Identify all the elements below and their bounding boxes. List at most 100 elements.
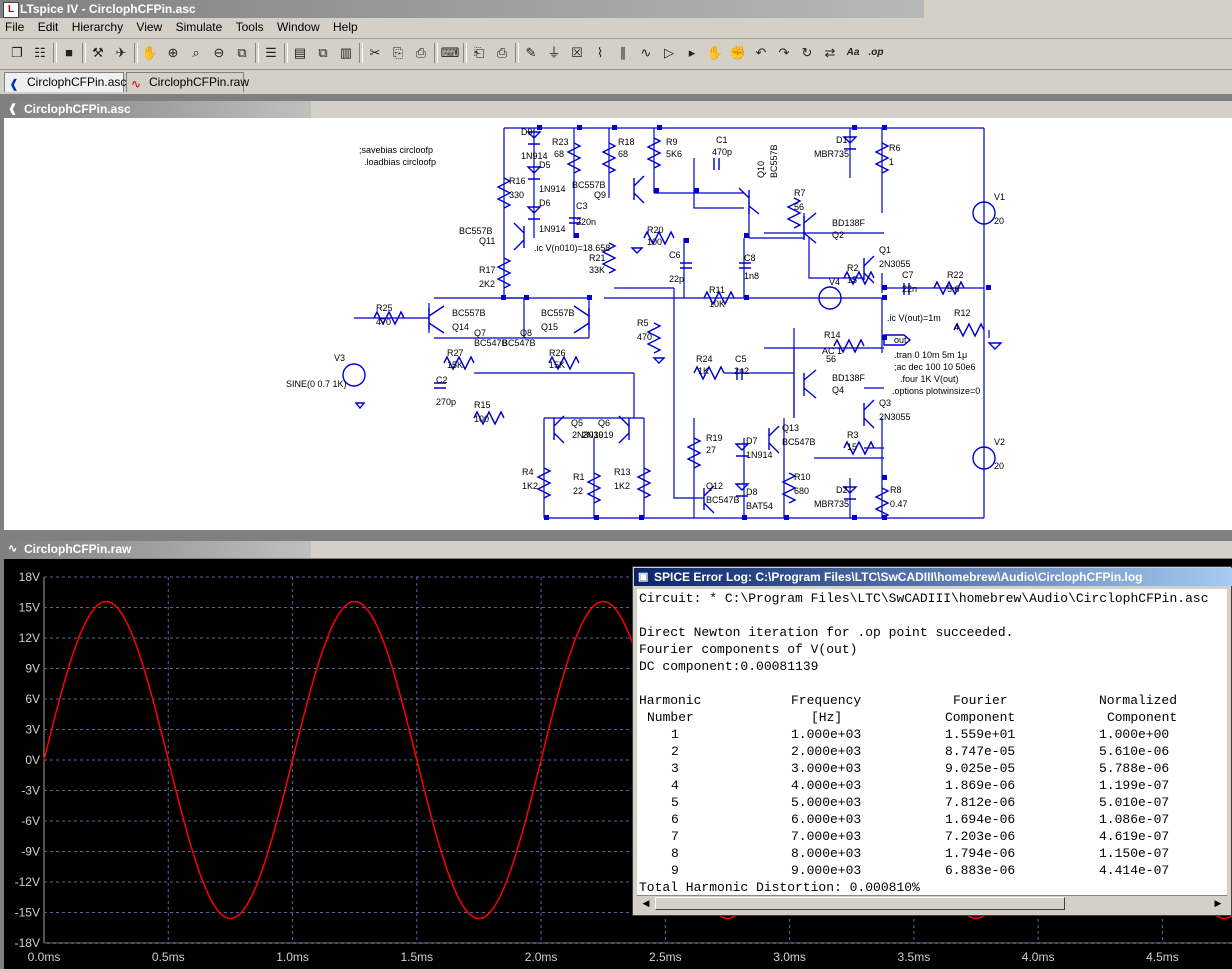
component-value-r20[interactable]: 100 xyxy=(647,237,662,247)
component-value-d1[interactable]: MBR735 xyxy=(814,149,849,159)
spice-directive[interactable]: .options plotwinsize=0 xyxy=(892,386,980,396)
component-ref-c6[interactable]: C6 xyxy=(669,250,681,260)
component-value-r9[interactable]: 5K6 xyxy=(666,149,682,159)
ground-icon[interactable]: ⏚ xyxy=(547,45,561,60)
component-value-c3[interactable]: 220n xyxy=(576,217,596,227)
component-value-q4[interactable]: BD138F xyxy=(832,373,866,383)
component-ref-r16[interactable]: R16 xyxy=(509,176,526,186)
open-icon[interactable]: ☷ xyxy=(34,45,46,60)
component-ref-r13[interactable]: R13 xyxy=(614,467,631,477)
spice-directive[interactable]: .loadbias circloofp xyxy=(364,157,436,167)
zoom-in-icon[interactable]: ⊕ xyxy=(167,45,179,60)
component-ref-r12[interactable]: R12 xyxy=(954,308,971,318)
component-value-r10[interactable]: 680 xyxy=(794,486,809,496)
component-ref-r15[interactable]: R15 xyxy=(474,400,491,410)
component-value-q9[interactable]: BC557B xyxy=(572,180,606,190)
run-icon[interactable]: ✈ xyxy=(115,45,127,60)
halt-icon[interactable]: ✋ xyxy=(141,45,159,60)
move-icon[interactable]: ✋ xyxy=(706,45,724,60)
component-value-c1[interactable]: 470p xyxy=(712,147,732,157)
spice-directive[interactable]: .ic V(out)=1m xyxy=(887,313,941,323)
spice-directive-icon[interactable]: .op xyxy=(868,47,884,58)
spice-directive[interactable]: ;ac dec 100 10 50e6 xyxy=(894,362,976,372)
component-value-q12[interactable]: BC547B xyxy=(706,495,740,505)
component-value-v2[interactable]: 20 xyxy=(994,461,1004,471)
component-ref-q15[interactable]: Q15 xyxy=(541,322,558,332)
error-log-titlebar[interactable]: ▣ SPICE Error Log: C:\Program Files\LTC\… xyxy=(634,568,1232,586)
component-value-r14[interactable]: 56 xyxy=(826,354,836,364)
tile-vertical-icon[interactable]: ▥ xyxy=(339,45,353,60)
error-log-text[interactable]: Circuit: * C:\Program Files\LTC\SwCADIII… xyxy=(637,589,1227,895)
component-value-q1[interactable]: 2N3055 xyxy=(879,259,911,269)
component-ref-c7[interactable]: C7 xyxy=(902,270,914,280)
component-ref-r23[interactable]: R23 xyxy=(552,137,569,147)
component-ref-r18[interactable]: R18 xyxy=(618,137,635,147)
component-value-r7[interactable]: 56 xyxy=(794,202,804,212)
component-value-q6[interactable]: 2N3019 xyxy=(582,430,614,440)
component-value-r22[interactable]: 5.6 xyxy=(947,284,960,294)
component-value-q5[interactable]: 2N3019 xyxy=(572,430,604,440)
component-ref-v2[interactable]: V2 xyxy=(994,437,1005,447)
component-ref-c1[interactable]: C1 xyxy=(716,135,728,145)
menu-edit[interactable]: Edit xyxy=(37,20,59,34)
component-value-r15[interactable]: 100 xyxy=(474,414,489,424)
component-ref-q1[interactable]: Q1 xyxy=(879,245,891,255)
undo-icon[interactable]: ↶ xyxy=(755,45,767,60)
component-value-v3[interactable]: SINE(0 0.7 1K) xyxy=(286,379,347,389)
capacitor-icon[interactable]: ∥ xyxy=(619,45,627,60)
component-ref-q9[interactable]: Q9 xyxy=(594,190,606,200)
component-ref-q14[interactable]: Q14 xyxy=(452,322,469,332)
component-ref-q3[interactable]: Q3 xyxy=(879,398,891,408)
autoscale-icon[interactable]: ☰ xyxy=(265,45,277,60)
component-ref-r9[interactable]: R9 xyxy=(666,137,678,147)
waveform-window-titlebar[interactable]: ∿ CirclophCFPin.raw xyxy=(4,541,1232,558)
component-ref-r25[interactable]: R25 xyxy=(376,303,393,313)
find-icon[interactable]: ⌨ xyxy=(440,45,460,60)
component-value-r12[interactable]: 4 xyxy=(954,322,959,332)
component-value-c7[interactable]: 22n xyxy=(902,284,917,294)
copy-icon[interactable]: ⎘ xyxy=(392,45,404,60)
zoom-out-icon[interactable]: ⊖ xyxy=(213,45,225,60)
component-ref-r8[interactable]: R8 xyxy=(890,485,902,495)
component-ref-q10[interactable]: Q10 xyxy=(756,161,766,178)
diode-icon[interactable]: ▷ xyxy=(664,45,674,60)
component-value-q2[interactable]: BD138F xyxy=(832,218,866,228)
tab-waveform[interactable]: ∿ CirclophCFPin.raw xyxy=(126,72,249,92)
draw-wire-icon[interactable]: ✎ xyxy=(525,45,537,60)
rotate-icon[interactable]: ↻ xyxy=(801,45,813,60)
redo-icon[interactable]: ↷ xyxy=(778,45,790,60)
component-ref-r20[interactable]: R20 xyxy=(647,225,664,235)
component-value-r24[interactable]: 1K xyxy=(698,366,709,376)
component-value-r4[interactable]: 1K2 xyxy=(522,481,538,491)
component-value-r27[interactable]: 15K xyxy=(447,360,463,370)
component-ref-r14[interactable]: R14 xyxy=(824,330,841,340)
component-value-r11[interactable]: 10K xyxy=(709,299,725,309)
ac-source-label[interactable]: AC 1 xyxy=(822,346,842,356)
component-value-r16[interactable]: 330 xyxy=(509,190,524,200)
control-panel-icon[interactable]: ⚒ xyxy=(92,45,104,60)
component-value-q13[interactable]: BC547B xyxy=(782,437,816,447)
component-ref-r10[interactable]: R10 xyxy=(794,472,811,482)
component-ref-v3[interactable]: V3 xyxy=(334,353,345,363)
component-ref-q7[interactable]: Q7 xyxy=(474,328,486,338)
component-ref-r3[interactable]: R3 xyxy=(847,430,859,440)
component-value-r23[interactable]: 68 xyxy=(554,149,564,159)
component-value-r6[interactable]: 1 xyxy=(889,157,894,167)
component-icon[interactable]: ▸ xyxy=(688,45,696,60)
print-icon[interactable]: ⎙ xyxy=(496,45,508,60)
component-value-c8[interactable]: 1n8 xyxy=(744,271,759,281)
component-value-c5[interactable]: 2n2 xyxy=(734,366,749,376)
menu-file[interactable]: File xyxy=(5,20,25,34)
component-ref-d8[interactable]: D8 xyxy=(746,487,758,497)
component-value-r13[interactable]: 1K2 xyxy=(614,481,630,491)
component-ref-q12[interactable]: Q12 xyxy=(706,481,723,491)
component-ref-r27[interactable]: R27 xyxy=(447,348,464,358)
save-icon[interactable]: ■ xyxy=(65,45,73,60)
spice-directive[interactable]: .ic V(n010)=18.658 xyxy=(534,243,610,253)
component-ref-r4[interactable]: R4 xyxy=(522,467,534,477)
label-net-icon[interactable]: ☒ xyxy=(571,45,583,60)
component-value-v1[interactable]: 20 xyxy=(994,216,1004,226)
component-value-r1[interactable]: 22 xyxy=(573,486,583,496)
component-ref-c8[interactable]: C8 xyxy=(744,253,756,263)
